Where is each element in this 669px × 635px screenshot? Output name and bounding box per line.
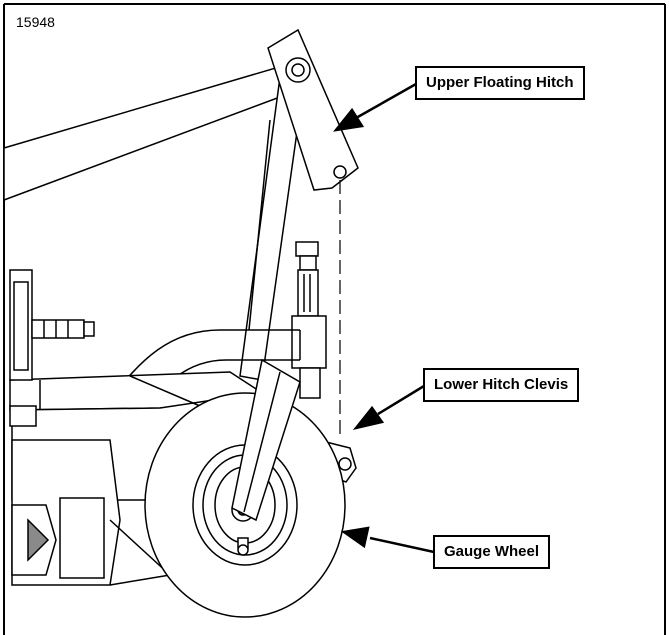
hydraulic-cylinder (291, 241, 327, 399)
callout-lower-hitch-clevis: Lower Hitch Clevis (423, 368, 580, 402)
upper-arm (3, 61, 305, 202)
border (3, 3, 666, 635)
wheel-fork (231, 358, 301, 522)
figure-number: 15948 (16, 14, 55, 30)
callout-upper-floating-hitch: Upper Floating Hitch (415, 66, 585, 100)
gearbox (9, 269, 95, 427)
upper-floating-hitch (267, 28, 359, 191)
callout-gauge-wheel: Gauge Wheel (433, 535, 551, 569)
callout-arrows (333, 82, 435, 554)
